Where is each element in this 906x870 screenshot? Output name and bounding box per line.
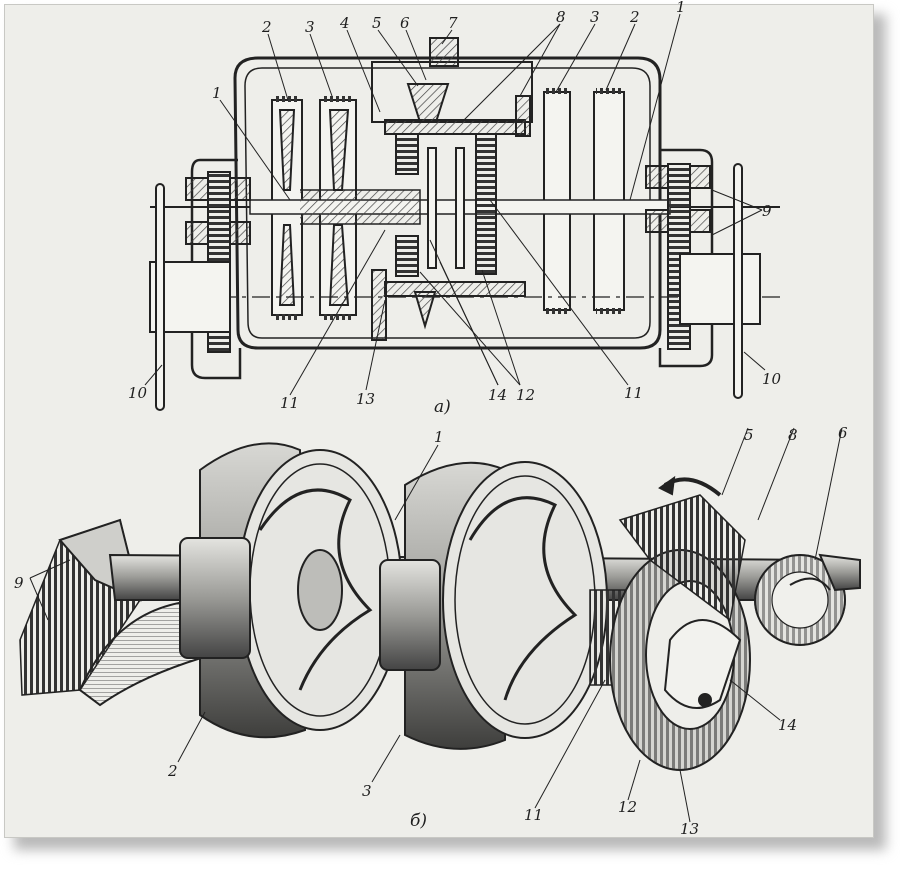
label-b-14: 14	[778, 716, 797, 734]
label-a-10-left: 10	[128, 384, 148, 402]
label-b-1: 1	[434, 428, 444, 446]
pinion-6	[754, 553, 861, 646]
bevel-gear-5	[618, 494, 746, 622]
bevel-gear	[406, 83, 450, 123]
label-a-5: 5	[372, 14, 382, 32]
caption-a: а)	[434, 397, 451, 417]
label-b-11: 11	[524, 806, 543, 824]
label-a-8: 8	[556, 8, 566, 26]
labels-b: 1 5 8 6 9 2 3 11 12 13 14 б)	[14, 424, 848, 838]
label-a-2b: 2	[629, 8, 640, 26]
label-b-3: 3	[362, 782, 372, 800]
drum-2	[179, 442, 403, 739]
label-a-10-right: 10	[762, 370, 782, 388]
housing	[233, 56, 662, 350]
label-a-12: 12	[516, 386, 535, 404]
left-cover	[190, 158, 242, 380]
label-a-1b: 1	[676, 0, 686, 16]
perspective-view-b	[19, 427, 861, 823]
caption-b: б)	[410, 811, 427, 831]
label-b-9: 9	[14, 574, 24, 592]
label-a-11b: 11	[624, 384, 643, 402]
label-b-12: 12	[618, 798, 637, 816]
carrier-14	[663, 619, 742, 709]
label-b-13: 13	[680, 820, 699, 838]
central-gear	[475, 133, 497, 275]
label-a-11: 11	[280, 394, 299, 412]
label-a-3: 3	[305, 18, 315, 36]
label-a-6: 6	[400, 14, 410, 32]
section-view-a	[144, 13, 780, 411]
label-a-7: 7	[448, 14, 458, 32]
label-b-6: 6	[838, 424, 848, 442]
label-a-1: 1	[212, 84, 222, 102]
rotation-arrow-pinion	[789, 577, 831, 591]
label-a-2: 2	[261, 18, 272, 36]
label-a-9: 9	[762, 202, 772, 220]
label-a-4: 4	[339, 14, 350, 32]
drum-3	[379, 461, 608, 750]
label-b-2: 2	[167, 762, 178, 780]
label-a-13: 13	[356, 390, 375, 408]
bevel-housing	[371, 61, 533, 123]
right-cover	[658, 148, 714, 368]
sprocket-left	[155, 183, 165, 411]
labels-a: 1 2 3 4 5 6 7 8 3 2 1 9 10 10 11 13 14 1…	[128, 0, 782, 417]
label-a-3b: 3	[590, 8, 600, 26]
label-b-5: 5	[744, 426, 754, 444]
label-a-14: 14	[488, 386, 507, 404]
label-b-8: 8	[788, 426, 798, 444]
